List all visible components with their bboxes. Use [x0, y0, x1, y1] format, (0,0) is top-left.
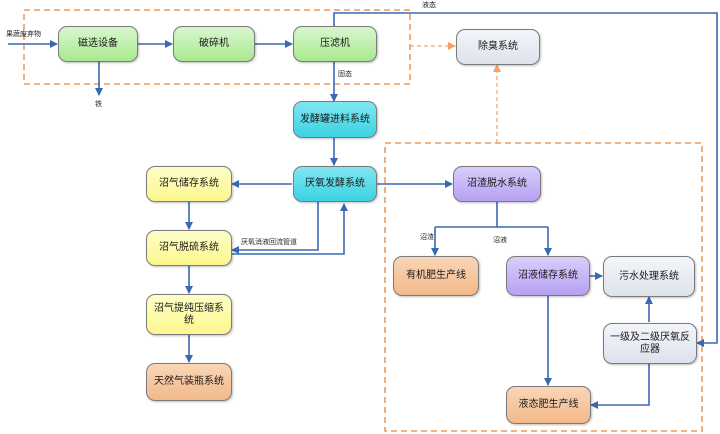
magnetic-separator-node[interactable]: 磁选设备: [58, 26, 138, 62]
anaerobic-reactor-node[interactable]: 一级及二级厌氧反应器: [603, 323, 697, 364]
anaerobic-fermentation-node[interactable]: 厌氧发酵系统: [293, 166, 377, 202]
input-label: 果蔬废弃物: [6, 30, 41, 38]
biogas-storage-node[interactable]: 沼气储存系统: [146, 166, 232, 202]
reactor-to-liquid-fert-arrow: [590, 364, 650, 409]
slurry-storage-node[interactable]: 沼液储存系统: [506, 256, 590, 296]
iron-label: 铁: [95, 100, 102, 108]
split-to-organic-arrow: [435, 226, 548, 255]
liquid-label: 液态: [422, 1, 436, 9]
crusher-node[interactable]: 破碎机: [173, 26, 255, 62]
liquid-return-line: [333, 12, 718, 347]
reflux-pipe-label: 厌氧消液回流管道: [241, 238, 297, 246]
biogas-desulfurization-node[interactable]: 沼气脱硫系统: [146, 230, 232, 266]
fermenter-feed-node[interactable]: 发酵罐进料系统: [293, 101, 377, 138]
reflux-up-to-anaerobic-arrow: [232, 203, 348, 255]
wastewater-treatment-node[interactable]: 污水处理系统: [603, 256, 695, 297]
anaerobic-down-to-reflux-arrow: [231, 202, 319, 254]
organic-fertilizer-node[interactable]: 有机肥生产线: [393, 256, 479, 296]
slurry-label: 沼液: [493, 236, 507, 244]
solid-label: 固态: [338, 70, 352, 78]
residue-dewatering-node[interactable]: 沼渣脱水系统: [453, 166, 541, 202]
pretreatment-group-box: [23, 9, 411, 85]
biogas-purification-node[interactable]: 沼气提纯压缩系统: [146, 294, 232, 335]
residue-label: 沼渣: [420, 233, 434, 241]
filter-press-node[interactable]: 压滤机: [293, 26, 377, 62]
deodorization-node[interactable]: 除臭系统: [456, 29, 540, 65]
residue-treatment-group-box: [384, 142, 703, 432]
liquid-fertilizer-node[interactable]: 液态肥生产线: [506, 386, 591, 424]
cng-bottling-node[interactable]: 天然气装瓶系统: [146, 363, 232, 401]
